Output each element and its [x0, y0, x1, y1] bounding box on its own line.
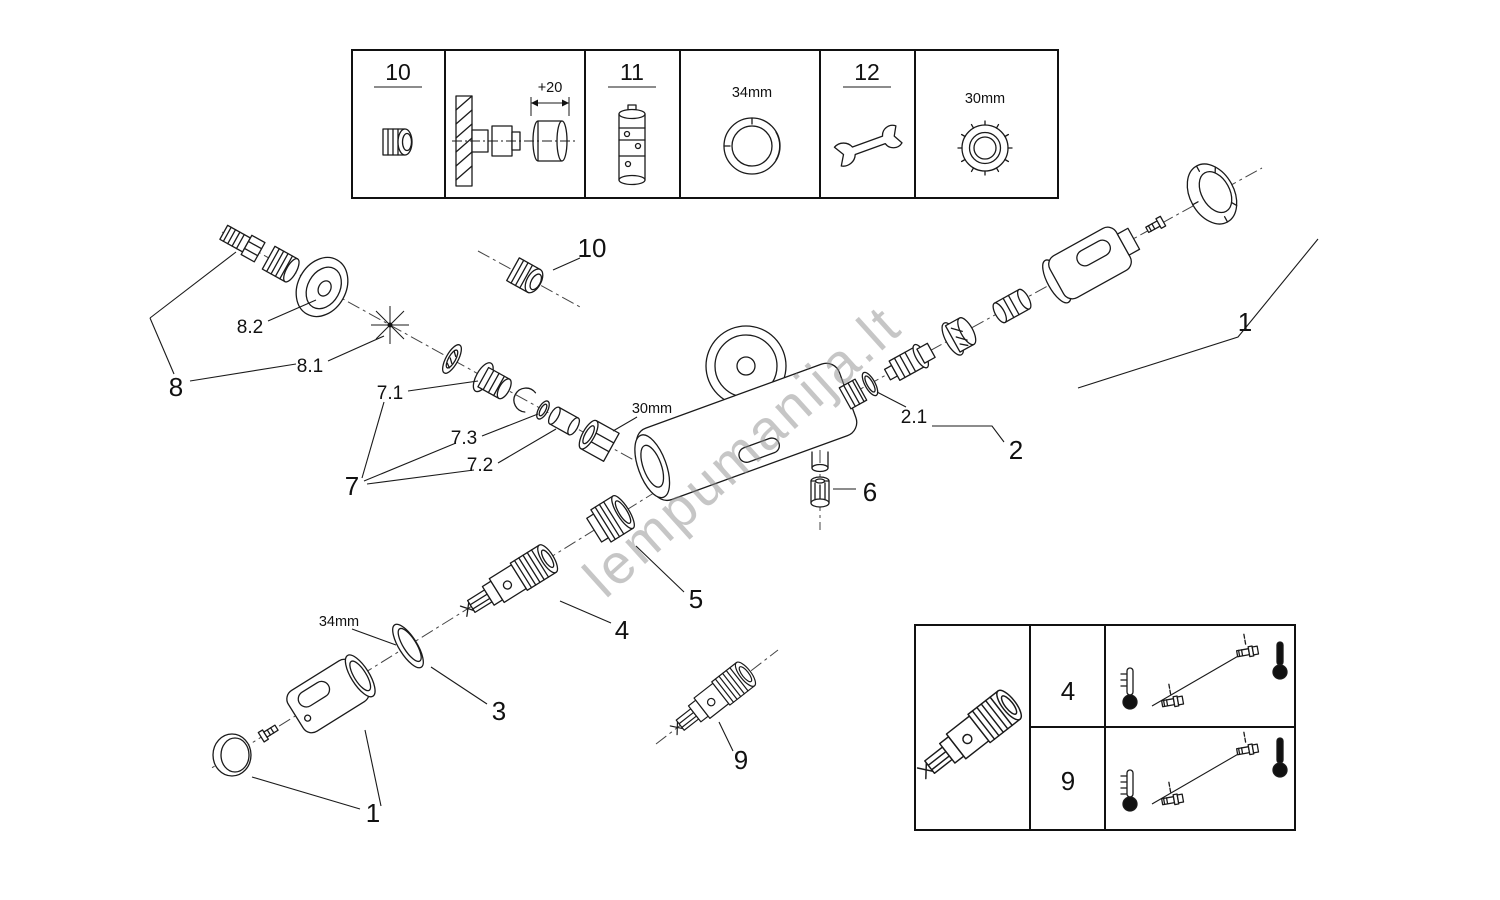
thermometer-hot-icon: [1272, 641, 1288, 680]
part-circlip: [513, 387, 537, 413]
dim-34mm: 34mm: [319, 614, 359, 630]
part-1-union-housing-left: [286, 654, 376, 734]
spare-parts-legend: 10 11 12 34mm 30mm +20: [351, 49, 1059, 199]
legend-ring-34mm-icon: [723, 117, 781, 175]
part-7-3-oring: [536, 400, 550, 420]
part-union-nut-30mm: [578, 419, 620, 462]
legend-dim-34mm: 34mm: [732, 85, 772, 101]
part-cover-cap: [212, 733, 252, 777]
callout-8-2: 8.2: [237, 317, 263, 338]
callout-8: 8: [169, 372, 183, 402]
row-9-schematic: [1120, 729, 1288, 812]
part-screw-right: [1145, 215, 1167, 234]
thermometer-icon: [1120, 769, 1138, 812]
part-8-2-nipple: [219, 224, 266, 263]
legend-part-11-icon: [618, 104, 646, 186]
part-8-1-escutcheon: [295, 256, 349, 318]
legend-border: [351, 49, 1059, 199]
callout-1-right: 1: [1238, 307, 1252, 337]
callout-1-left: 1: [366, 798, 380, 828]
part-screw-left: [257, 724, 279, 743]
legend-part-10-icon: [382, 128, 413, 156]
legend-wall-extension-icon: [452, 95, 578, 187]
cartridge-legend: 4 9: [909, 624, 1296, 831]
part-2-1-oring: [861, 371, 879, 397]
body-right-thread-stub: [838, 378, 868, 410]
part-10-adapter: [506, 257, 544, 294]
legend-dim-30mm: 30mm: [965, 91, 1005, 107]
callout-10: 10: [578, 233, 607, 263]
legend-label-12: 12: [854, 59, 880, 85]
legend-label-11: 11: [620, 59, 644, 85]
part-filter-washer: [441, 344, 463, 374]
callout-4: 4: [615, 615, 629, 645]
callout-6: 6: [863, 477, 877, 507]
callout-2-1: 2.1: [901, 407, 927, 428]
callout-7-3: 7.3: [451, 428, 477, 449]
callout-7-2: 7.2: [467, 455, 493, 476]
fitting-pair-icon: [1233, 729, 1260, 758]
part-wall-escutcheon-right: [1186, 163, 1238, 225]
legend-cartridge-icon: [909, 686, 1027, 789]
callout-labels: 10 8.2 8.1 8 7.1 7.3 7.2 7 30mm 6 2.1 2 …: [169, 233, 1252, 828]
callout-3: 3: [492, 696, 506, 726]
callout-9: 9: [734, 745, 748, 775]
callout-7-1: 7.1: [377, 383, 403, 404]
seal-marker-star: [371, 306, 409, 344]
part-4-thermostat-cartridge: [454, 541, 562, 626]
callout-leaders: [149, 238, 1319, 810]
part-strainer: [941, 317, 977, 356]
part-connector-sleeve: [992, 288, 1032, 324]
dim-30mm: 30mm: [632, 401, 672, 417]
legend-row-9-label: 9: [1061, 766, 1075, 796]
fitting-pair-icon: [1158, 779, 1185, 808]
thermometer-hot-icon: [1272, 737, 1288, 778]
part-6-nipple: [810, 476, 830, 508]
part-3-lock-ring-34mm: [392, 623, 424, 669]
part-7-2-sleeve: [547, 406, 581, 436]
fitting-pair-icon: [1233, 631, 1260, 660]
part-9-thermostat-cartridge: [664, 658, 760, 743]
part-1-union-housing-right: [1042, 226, 1141, 304]
legend-row-4-label: 4: [1061, 676, 1075, 706]
part-5-collar: [586, 495, 635, 543]
callout-5: 5: [689, 584, 703, 614]
legend-nut-30mm-icon: [957, 120, 1013, 176]
callout-7: 7: [345, 471, 359, 501]
part-8-2-connector: [261, 245, 300, 283]
callout-2: 2: [1009, 435, 1023, 465]
legend-dim-plus20: +20: [538, 80, 563, 96]
legend-label-10: 10: [385, 59, 411, 85]
thermometer-icon: [1120, 667, 1138, 710]
fitting-pair-icon: [1158, 681, 1185, 710]
part-2-check-valve: [883, 342, 936, 381]
row-4-schematic: [1120, 631, 1288, 710]
part-7-1-fitting: [472, 362, 512, 400]
legend-wrench-icon: [833, 124, 903, 167]
body-bottom-port: [811, 451, 829, 473]
mixer-body: [634, 362, 858, 502]
callout-8-1: 8.1: [297, 356, 323, 377]
